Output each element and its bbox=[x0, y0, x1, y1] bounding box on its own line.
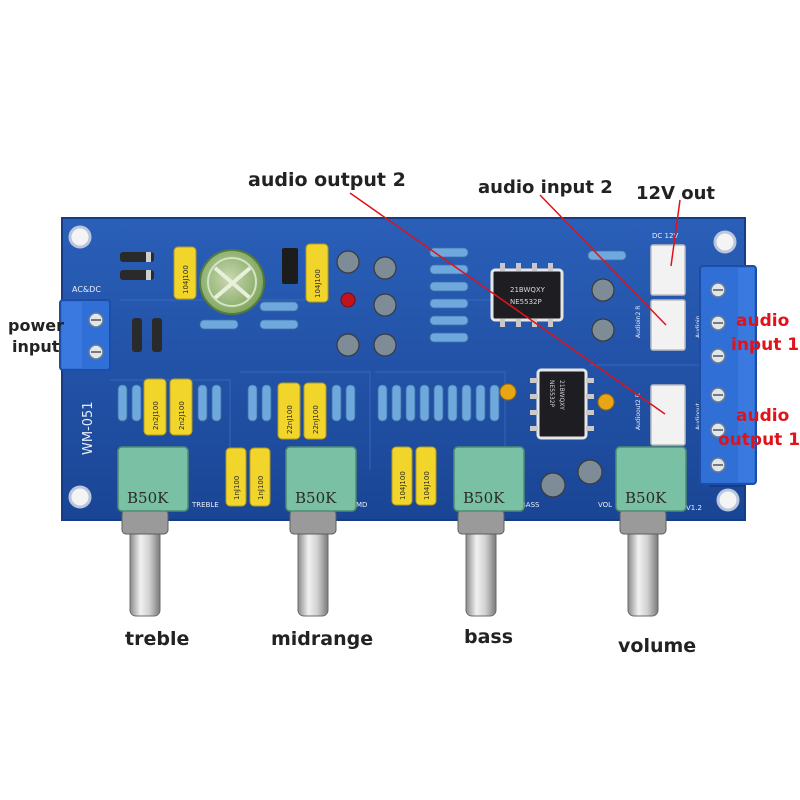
callout-audio-input-2: audio input 2 bbox=[478, 177, 613, 198]
in2-silkscreen-text: Audioin2 R bbox=[635, 306, 642, 338]
callout-treble: treble bbox=[125, 628, 190, 650]
power-terminal-block bbox=[59, 299, 111, 371]
cap-label: 22nJ100 bbox=[312, 405, 320, 434]
power-silkscreen-text: AC&DC bbox=[72, 285, 101, 294]
cap-label: 2n2J100 bbox=[178, 401, 186, 430]
op-amp-chip-1: 21BWQXY NE5532P bbox=[490, 263, 564, 327]
pot-bass-label: B50K bbox=[463, 489, 505, 507]
callout-leader-lines bbox=[349, 192, 681, 415]
callout-audio-output-2: audio output 2 bbox=[248, 169, 406, 191]
chip-2-line2: NE5532P bbox=[548, 380, 555, 408]
callout-bass: bass bbox=[464, 626, 514, 648]
callout-audio-output-1-line1: audio bbox=[736, 406, 790, 426]
yellow-capacitors-top bbox=[173, 243, 329, 303]
pot-midrange-label: B50K bbox=[295, 489, 337, 507]
treble-silkscreen-text: TREBLE bbox=[191, 501, 219, 509]
potentiometer-bass: B50K bbox=[453, 446, 525, 617]
jst-connectors bbox=[650, 244, 686, 446]
small-electrolytic-capacitors bbox=[336, 250, 615, 498]
board-id-text: WM-051 bbox=[81, 401, 96, 455]
bass-silkscreen-text: BASS bbox=[521, 501, 540, 509]
potentiometer-treble: B50K bbox=[117, 446, 189, 617]
out-silkscreen-text: Audioout bbox=[695, 402, 702, 430]
cap-label: 104J100 bbox=[182, 265, 190, 294]
cap-label: 1nJ100 bbox=[233, 476, 241, 500]
resistors-vertical bbox=[117, 384, 500, 422]
resistors-top bbox=[199, 247, 627, 343]
main-electrolytic-capacitor bbox=[199, 249, 265, 315]
cap-label: 22nJ100 bbox=[286, 405, 294, 434]
power-led bbox=[340, 292, 356, 308]
pot-volume-label: B50K bbox=[625, 489, 667, 507]
potentiometer-volume: B50K bbox=[615, 446, 687, 617]
cap-label: 2n2J100 bbox=[152, 401, 160, 430]
audio-terminal-block bbox=[699, 265, 757, 485]
in-silkscreen-text: Audioin bbox=[695, 315, 702, 338]
callout-audio-input-1-line2: input 1 bbox=[731, 335, 800, 355]
yellow-capacitors-mid bbox=[143, 378, 437, 507]
chip-1-line1: 21BWQXY bbox=[510, 286, 546, 294]
cap-label: 104J100 bbox=[314, 269, 322, 298]
cap-label: 104J100 bbox=[399, 471, 407, 500]
chip-2-line1: 21BWQXY bbox=[558, 380, 565, 410]
callout-audio-output-1-line2: output 1 bbox=[718, 430, 800, 450]
callout-midrange: midrange bbox=[271, 628, 374, 650]
op-amp-chip-2: 21BWQXY NE5532P bbox=[530, 368, 594, 440]
cap-label: 104J100 bbox=[423, 471, 431, 500]
callout-volume: volume bbox=[618, 635, 697, 657]
vol-silkscreen-text: VOL bbox=[598, 501, 612, 509]
potentiometer-midrange: B50K bbox=[285, 446, 357, 617]
callout-audio-input-1-line1: audio bbox=[736, 311, 790, 331]
callout-power-input-line2: input bbox=[12, 337, 60, 356]
diodes bbox=[120, 248, 298, 352]
version-silkscreen-text: V1.2 bbox=[686, 504, 702, 512]
md-silkscreen-text: MD bbox=[356, 501, 367, 509]
ceramic-capacitors bbox=[499, 383, 615, 411]
cap-label: 1nJ100 bbox=[257, 476, 265, 500]
pot-treble-label: B50K bbox=[127, 489, 169, 507]
chip-1-line2: NE5532P bbox=[510, 298, 542, 306]
callout-power-input-line1: power bbox=[8, 316, 64, 335]
dc-silkscreen-text: DC 12V bbox=[652, 232, 678, 240]
out2-silkscreen-text: Audioout2 R bbox=[635, 393, 642, 430]
callout-12v-out: 12V out bbox=[636, 183, 716, 204]
